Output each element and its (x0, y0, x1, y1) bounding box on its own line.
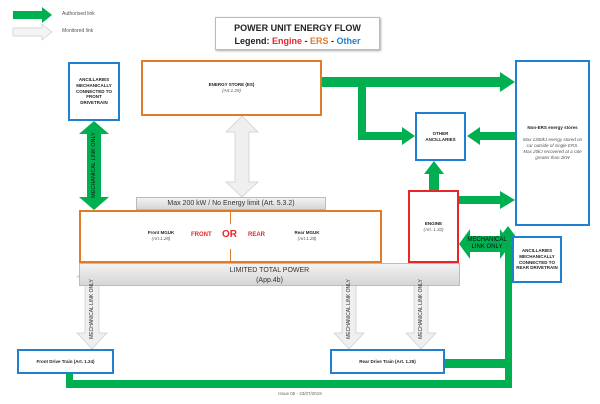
legend-monitored-label: Monitored link (62, 28, 94, 34)
rear-label: REAR (248, 232, 266, 238)
non-ers-box: Non-ERS energy stores Max 1300kJ energy … (515, 60, 590, 226)
mguk-divider-bottom (230, 249, 231, 261)
front-drive-train-label: Front Drive Train (Art. 1.24) (36, 358, 95, 364)
mguk-box: Front MGUK(Art.1.28) Rear MGUK(Art.1.28)… (79, 210, 382, 263)
mguk-divider-top (230, 212, 231, 224)
front-mech-link-label: MECHANICAL LINK ONLY (89, 279, 95, 339)
or-label: OR (222, 229, 237, 240)
rear-drive-train-box: Rear Drive Train (Art. 1.25) (330, 349, 445, 374)
front-drive-train-box: Front Drive Train (Art. 1.24) (17, 349, 114, 374)
rear-drive-train-label: Rear Drive Train (Art. 1.25) (359, 358, 416, 364)
engine-to-nonErs-arrow (459, 191, 515, 209)
rear-mech-link-label: MECHANICAL LINK ONLY (346, 279, 352, 339)
rear-ancillaries-box: ANCILLARIES MECHANICALLY CONNECTED TO RE… (512, 236, 562, 283)
max-power-bar: Max 200 kW / No Energy limit (Art. 5.3.2… (136, 197, 326, 210)
front-ancillaries-label: ANCILLARIES MECHANICALLY CONNECTED TO FR… (76, 76, 112, 106)
front-anc-mguk-mech-arrow (79, 121, 109, 210)
limited-power-label: LIMITED TOTAL POWER (229, 267, 310, 274)
rear-mguk: Rear MGUK(Art.1.28) (277, 230, 337, 242)
non-ers-note-1: Max 1300kJ energy stored on car outside … (522, 137, 583, 148)
engine-to-other-anc-arrow (424, 161, 444, 190)
es-to-mguk-monitored-arrow (225, 115, 259, 198)
legend-other: Other (336, 36, 361, 46)
branch-to-other-anc-arrow (358, 82, 415, 145)
engine-rear-anc-mech-arrow (459, 229, 511, 259)
engine-box: ENGINE (Art. 1.32) (408, 190, 459, 263)
title-legend: Legend: Engine - ERS - Other (216, 35, 379, 48)
es-to-nonErs-arrow (322, 72, 515, 92)
legend-authorised-arrow (13, 7, 52, 23)
front-mguk-article: (Art.1.28) (151, 235, 171, 241)
page-title: POWER UNIT ENERGY FLOW (234, 23, 361, 33)
rear-ancillaries-label: ANCILLARIES MECHANICALLY CONNECTED TO RE… (516, 247, 558, 271)
limited-power-article: (App.4b) (256, 277, 283, 284)
limited-power-bar: LIMITED TOTAL POWER (App.4b) (79, 263, 460, 286)
legend-ers: ERS (310, 36, 329, 46)
engine-label: ENGINE (424, 220, 443, 226)
front-mguk-label: Front MGUK (147, 230, 175, 235)
front-label: FRONT (191, 232, 212, 238)
mech-link-line-1: MECHANICAL (467, 237, 507, 243)
legend-authorised-label: Authorised link (62, 11, 95, 17)
legend-label: Legend: (234, 36, 270, 46)
front-ancillaries-box: ANCILLARIES MECHANICALLY CONNECTED TO FR… (68, 62, 120, 121)
nonErs-to-other-anc-arrow (467, 127, 515, 145)
front-mguk: Front MGUK(Art.1.28) (131, 230, 191, 242)
other-ancillaries-label: OTHER ANCILLARIES (425, 130, 456, 142)
engine-mech-link-label: MECHANICAL LINK ONLY (418, 279, 424, 339)
non-ers-label: Non-ERS energy stores (527, 125, 578, 131)
non-ers-note-2: Max 20kJ recovered at a rate greater tha… (523, 148, 582, 160)
max-power-label: Max 200 kW / No Energy limit (Art. 5.3.2… (167, 200, 295, 207)
rear-mguk-article: (Art.1.28) (297, 235, 317, 241)
energy-store-label: ENERGY STORE (ES) (208, 82, 255, 88)
rear-mguk-label: Rear MGUK (294, 230, 320, 235)
mech-link-line-2: LINK ONLY (471, 244, 503, 250)
legend-sep: - (328, 36, 337, 46)
engine-rear-mech-label: MECHANICAL LINK ONLY (466, 237, 508, 251)
footer-issue: Issue 05 - 23/07/2019 (278, 391, 322, 396)
energy-store-box: ENERGY STORE (ES) (Art.1.29) (141, 60, 322, 116)
title-box: POWER UNIT ENERGY FLOW Legend: Engine - … (215, 17, 380, 50)
front-anc-mech-label: MECHANICAL LINK ONLY (91, 132, 97, 198)
legend-engine: Engine (271, 36, 302, 46)
legend-monitored-arrow (12, 23, 53, 41)
legend-sep: - (302, 36, 310, 46)
engine-article: (Art. 1.32) (423, 226, 444, 232)
other-ancillaries-box: OTHER ANCILLARIES (415, 112, 466, 161)
energy-store-article: (Art.1.29) (222, 88, 241, 93)
